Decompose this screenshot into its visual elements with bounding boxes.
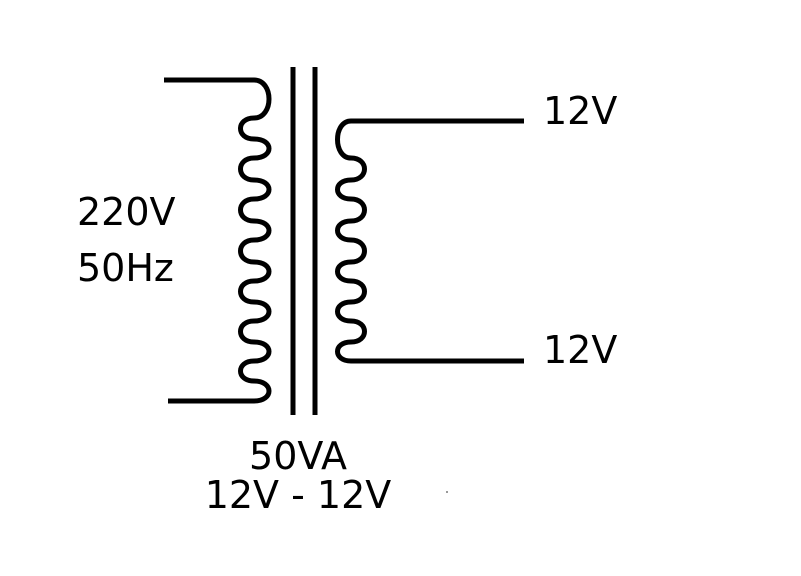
primary-frequency-label: 50Hz (77, 246, 174, 290)
secondary-winding (335, 118, 367, 364)
primary-winding (238, 77, 272, 404)
stray-dot (446, 491, 448, 493)
primary-voltage-label: 220V (77, 190, 176, 234)
secondary-bottom-voltage-label: 12V (543, 328, 617, 372)
secondary-top-voltage-label: 12V (543, 89, 617, 133)
power-rating-label: 50VA (249, 434, 347, 478)
voltage-rating-label: 12V - 12V (205, 473, 392, 517)
